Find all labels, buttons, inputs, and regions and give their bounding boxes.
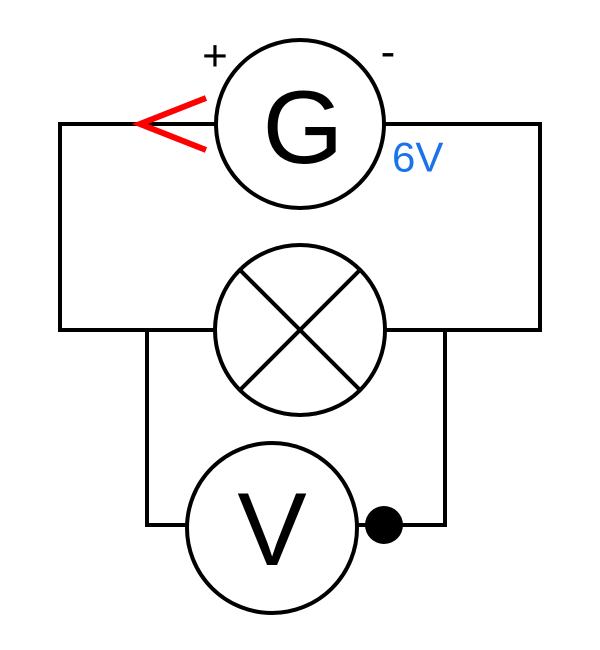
lamp-cross-icon	[237, 267, 363, 393]
lamp	[213, 243, 387, 417]
voltmeter: V	[185, 441, 403, 615]
voltmeter-symbol: V	[237, 472, 306, 588]
filled-dot-icon	[365, 506, 403, 544]
generator: G + - 6V	[202, 28, 443, 210]
voltage-label: 6V	[392, 134, 443, 181]
positive-terminal-label: +	[202, 32, 228, 81]
arrow-chevron-icon	[131, 95, 208, 153]
voltmeter-circle	[185, 441, 359, 615]
generator-symbol: G	[263, 70, 344, 186]
negative-terminal-label: -	[381, 28, 396, 77]
generator-circle	[214, 38, 386, 210]
